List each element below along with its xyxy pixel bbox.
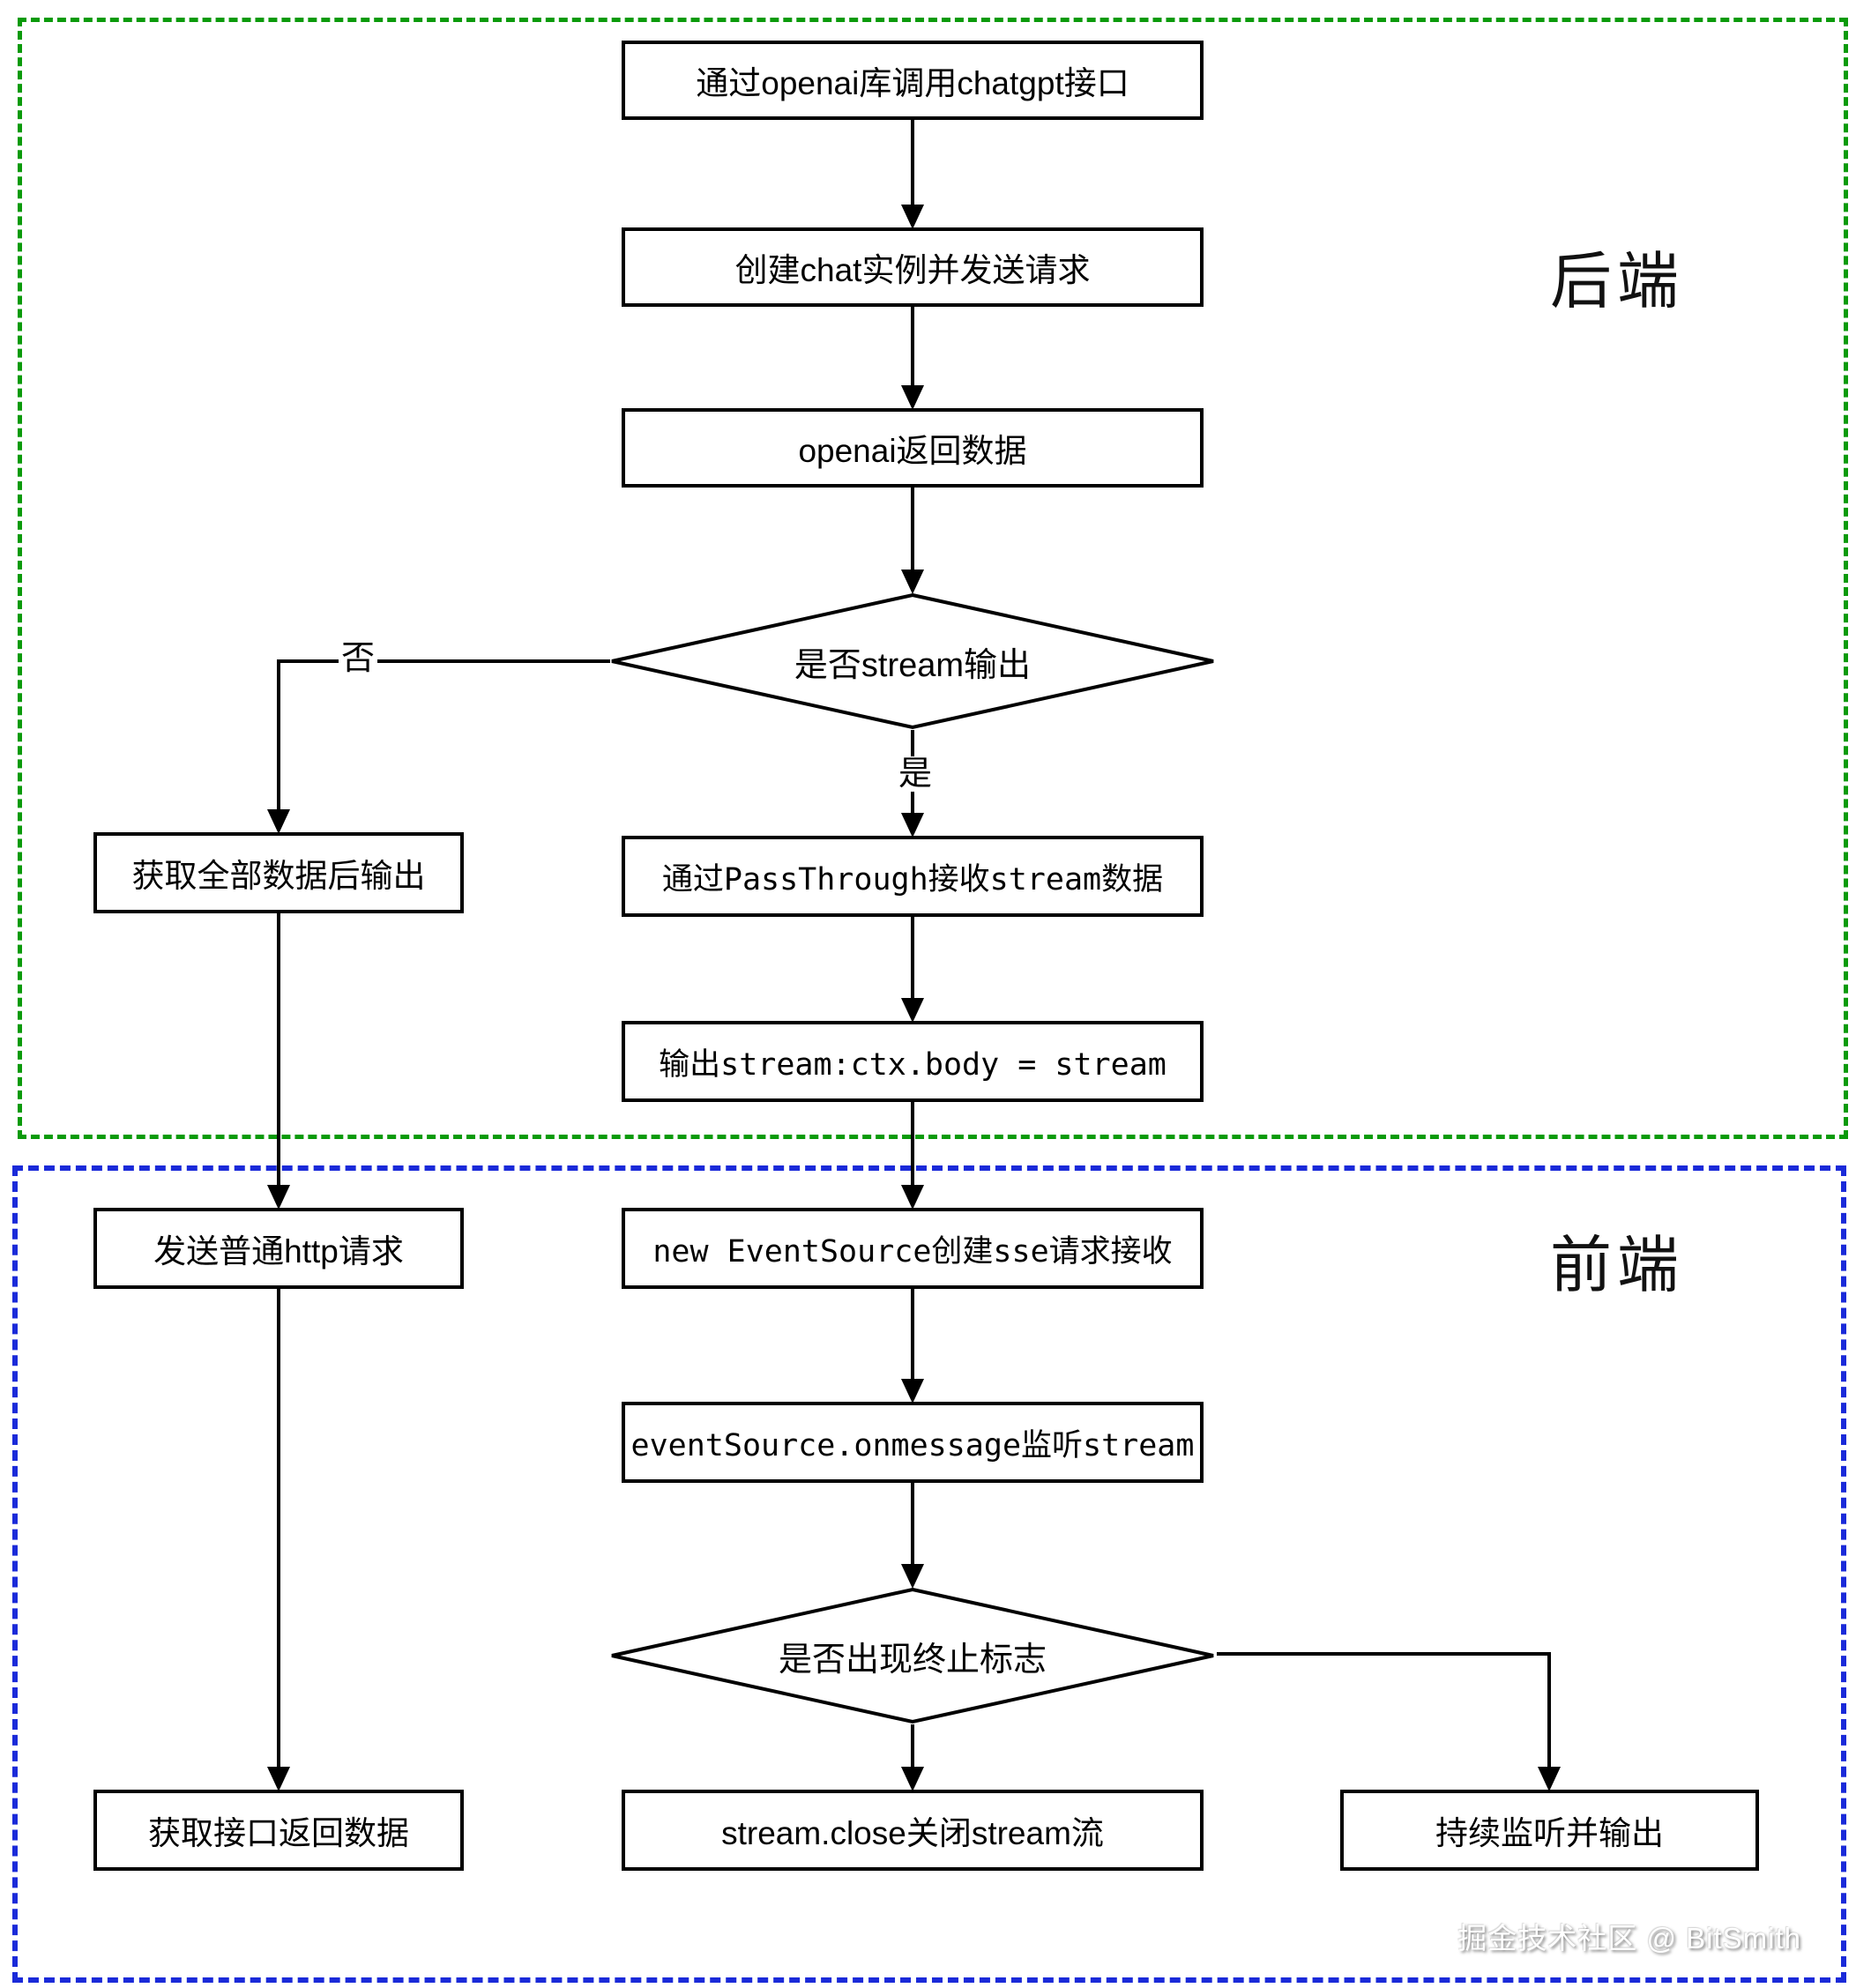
- arrowhead-output-stream: [901, 998, 924, 1023]
- decision-is-termination-flag: 是否出现终止标志: [608, 1587, 1217, 1724]
- node-get-all-data-output: 获取全部数据后输出: [93, 832, 464, 913]
- arrowhead-stream-close: [901, 1767, 924, 1791]
- arrowhead-passthrough: [901, 813, 924, 838]
- frontend-region: [12, 1165, 1846, 1983]
- edge-create-to-return-line: [911, 307, 914, 387]
- backend-region-label: 后端: [1550, 247, 1684, 316]
- watermark: 掘金技术社区 @ BitSmith: [1457, 1922, 1801, 1954]
- edge-end-right-hline: [1217, 1652, 1551, 1656]
- edge-http-to-getdata-line: [277, 1289, 280, 1768]
- node-new-eventsource: new EventSource创建sse请求接收: [622, 1208, 1204, 1289]
- edge-no-hline: [277, 659, 610, 663]
- arrowhead-new-eventsource: [901, 1185, 924, 1210]
- arrowhead-openai-return: [901, 385, 924, 410]
- edge-label-yes: 是: [896, 756, 935, 792]
- edge-label-no: 否: [339, 641, 378, 676]
- frontend-region-label: 前端: [1550, 1231, 1684, 1299]
- arrowhead-get-all-output: [267, 809, 290, 834]
- edge-no-vline: [277, 659, 280, 811]
- node-keep-listening-output: 持续监听并输出: [1340, 1790, 1759, 1871]
- node-eventsource-onmessage: eventSource.onmessage监听stream: [622, 1402, 1204, 1483]
- decision-is-stream-output-text: 是否stream输出: [794, 646, 1032, 684]
- arrowhead-is-end-flag: [901, 1564, 924, 1589]
- edge-eventsource-to-onmessage-line: [911, 1289, 914, 1381]
- edge-output-to-eventsource-line: [911, 1102, 914, 1187]
- node-passthrough-receive-stream: 通过PassThrough接收stream数据: [622, 836, 1204, 917]
- node-output-stream-ctx-body: 输出stream:ctx.body = stream: [622, 1021, 1204, 1102]
- edge-getall-to-http-line: [277, 913, 280, 1187]
- node-create-chat-instance: 创建chat实例并发送请求: [622, 227, 1204, 307]
- edge-end-to-close-line: [911, 1724, 914, 1768]
- arrowhead-onmessage: [901, 1379, 924, 1404]
- node-call-chatgpt-api: 通过openai库调用chatgpt接口: [622, 41, 1204, 120]
- arrowhead-get-api-data: [267, 1767, 290, 1791]
- backend-region: [18, 18, 1848, 1139]
- node-stream-close: stream.close关闭stream流: [622, 1790, 1204, 1871]
- edge-end-right-vline: [1547, 1652, 1551, 1768]
- edge-return-to-decision-line: [911, 488, 914, 571]
- edge-onmessage-to-decision-line: [911, 1483, 914, 1566]
- decision-is-termination-flag-text: 是否出现终止标志: [778, 1641, 1047, 1679]
- arrowhead-is-stream: [901, 570, 924, 594]
- node-send-http-request: 发送普通http请求: [93, 1208, 464, 1289]
- arrowhead-create-chat: [901, 205, 924, 229]
- edge-call-to-create-line: [911, 120, 914, 206]
- arrowhead-keep-listening: [1538, 1767, 1561, 1791]
- arrowhead-send-http: [267, 1185, 290, 1210]
- node-get-api-return-data: 获取接口返回数据: [93, 1790, 464, 1871]
- decision-is-stream-output: 是否stream输出: [608, 592, 1217, 730]
- node-openai-return-data: openai返回数据: [622, 408, 1204, 488]
- edge-passthrough-to-output-line: [911, 917, 914, 1000]
